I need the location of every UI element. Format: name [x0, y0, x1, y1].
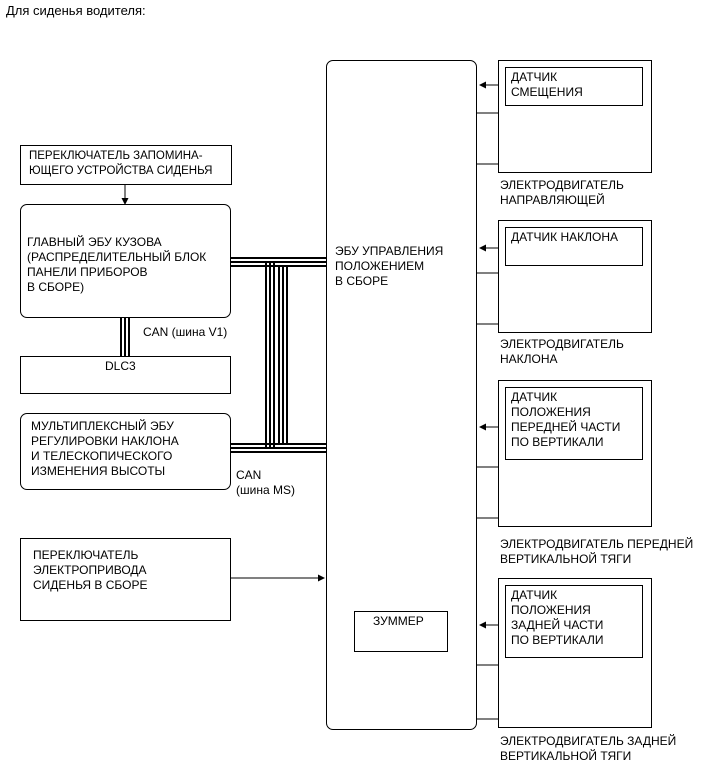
- rear-vertical-sensor-label: ДАТЧИК ПОЛОЖЕНИЯ ЗАДНЕЙ ЧАСТИ ПО ВЕРТИКА…: [511, 588, 604, 647]
- dlc3-label: DLC3: [105, 359, 136, 373]
- main-body-ecu-label: ГЛАВНЫЙ ЭБУ КУЗОВА (РАСПРЕДЕЛИТЕЛЬНЫЙ БЛ…: [27, 235, 207, 294]
- position-ecu-label: ЭБУ УПРАВЛЕНИЯ ПОЛОЖЕНИЕМ В СБОРЕ: [335, 244, 444, 288]
- slide-sensor-label: ДАТЧИК СМЕЩЕНИЯ: [511, 70, 583, 99]
- multiplex-ecu-label: МУЛЬТИПЛЕКСНЫЙ ЭБУ РЕГУЛИРОВКИ НАКЛОНА И…: [31, 419, 179, 478]
- memory-switch-block: ПЕРЕКЛЮЧАТЕЛЬ ЗАПОМИНА- ЮЩЕГО УСТРОЙСТВА…: [20, 145, 232, 185]
- main-body-ecu-block: ГЛАВНЫЙ ЭБУ КУЗОВА (РАСПРЕДЕЛИТЕЛЬНЫЙ БЛ…: [20, 204, 231, 318]
- front-vertical-sensor-block: ДАТЧИК ПОЛОЖЕНИЯ ПЕРЕДНЕЙ ЧАСТИ ПО ВЕРТИ…: [505, 387, 643, 460]
- dlc3-block: DLC3: [20, 356, 231, 394]
- recline-sensor-block: ДАТЧИК НАКЛОНА: [505, 227, 643, 266]
- front-vertical-motor-label: ЭЛЕКТРОДВИГАТЕЛЬ ПЕРЕДНЕЙ ВЕРТИКАЛЬНОЙ Т…: [500, 537, 694, 566]
- rear-vertical-sensor-block: ДАТЧИК ПОЛОЖЕНИЯ ЗАДНЕЙ ЧАСТИ ПО ВЕРТИКА…: [505, 585, 643, 658]
- memory-switch-label: ПЕРЕКЛЮЧАТЕЛЬ ЗАПОМИНА- ЮЩЕГО УСТРОЙСТВА…: [29, 150, 213, 177]
- recline-sensor-label: ДАТЧИК НАКЛОНА: [511, 230, 619, 244]
- can-v1-label: CAN (шина V1): [143, 325, 228, 339]
- multiplex-ecu-block: МУЛЬТИПЛЕКСНЫЙ ЭБУ РЕГУЛИРОВКИ НАКЛОНА И…: [20, 413, 231, 490]
- slide-motor-label: ЭЛЕКТРОДВИГАТЕЛЬ НАПРАВЛЯЮЩЕЙ: [500, 178, 624, 207]
- diagram-title: Для сиденья водителя:: [6, 3, 146, 18]
- slide-sensor-block: ДАТЧИК СМЕЩЕНИЯ: [505, 67, 643, 106]
- buzzer-block: ЗУММЕР: [354, 611, 448, 652]
- power-seat-switch-block: ПЕРЕКЛЮЧАТЕЛЬ ЭЛЕКТРОПРИВОДА СИДЕНЬЯ В С…: [20, 538, 231, 621]
- can-ms-label: CAN (шина MS): [236, 468, 295, 497]
- rear-vertical-motor-label: ЭЛЕКТРОДВИГАТЕЛЬ ЗАДНЕЙ ВЕРТИКАЛЬНОЙ ТЯГ…: [500, 734, 677, 763]
- power-seat-switch-label: ПЕРЕКЛЮЧАТЕЛЬ ЭЛЕКТРОПРИВОДА СИДЕНЬЯ В С…: [33, 548, 148, 592]
- front-vertical-sensor-label: ДАТЧИК ПОЛОЖЕНИЯ ПЕРЕДНЕЙ ЧАСТИ ПО ВЕРТИ…: [511, 390, 621, 449]
- recline-motor-label: ЭЛЕКТРОДВИГАТЕЛЬ НАКЛОНА: [500, 337, 624, 366]
- buzzer-label: ЗУММЕР: [373, 614, 424, 628]
- position-ecu-block: ЭБУ УПРАВЛЕНИЯ ПОЛОЖЕНИЕМ В СБОРЕ ЗУММЕР: [326, 60, 477, 730]
